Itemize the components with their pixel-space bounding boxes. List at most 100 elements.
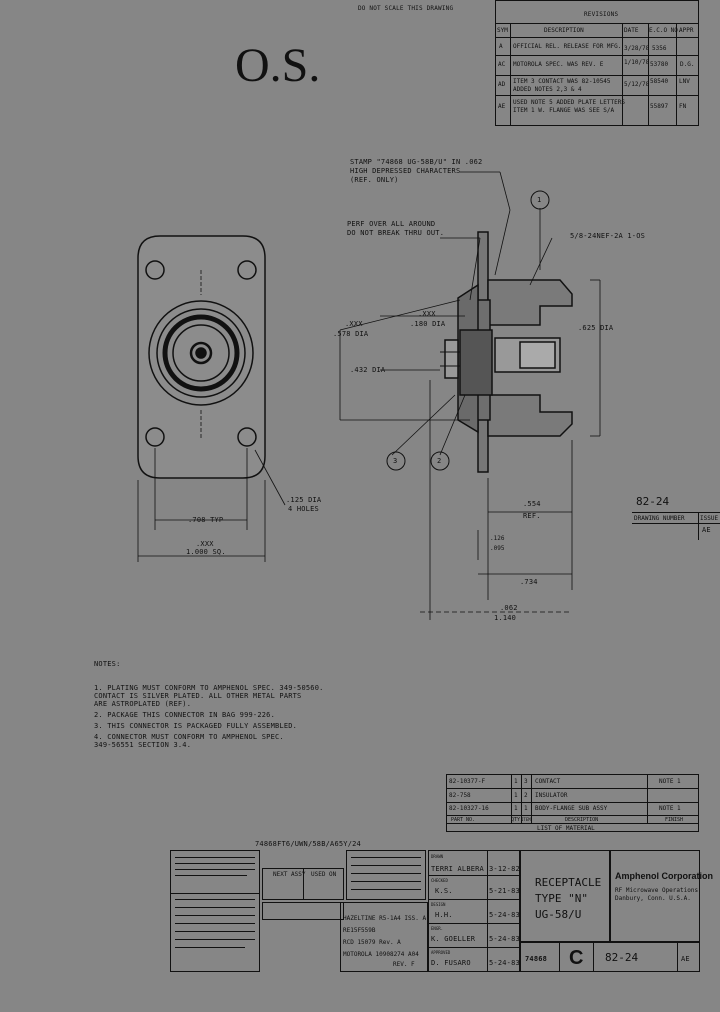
dim-734: .734 — [520, 578, 538, 586]
person-name: H.H. — [435, 911, 453, 919]
rev-row-desc: ITEM 1 W. FLANGE WAS SEE S/A — [513, 107, 615, 114]
bom-desc: INSULATOR — [535, 792, 568, 799]
bom-part: 82-10327-16 — [449, 805, 489, 812]
used-on-label: USED ON — [311, 871, 337, 878]
code-ident: 74868 — [525, 955, 548, 963]
person-name: D. FUSARO — [431, 959, 471, 967]
bom-qty: 1 — [514, 805, 518, 812]
role: DESIGN — [431, 902, 446, 907]
dim-625: .625 DIA — [578, 324, 614, 332]
bom-part: 82-10377-F — [449, 778, 486, 785]
os-mark: O.S. — [235, 39, 321, 92]
rev-row-date: 1/10/78 — [624, 59, 650, 66]
dim-578-pre: .XXX — [345, 320, 363, 328]
dim-1000-sq: 1.000 SQ. — [186, 548, 226, 556]
rev-row-appr: D.G. — [680, 61, 695, 68]
role: APPROVED — [431, 950, 451, 955]
title-line: TYPE "N" — [535, 892, 588, 905]
note-line: 1. PLATING MUST CONFORM TO AMPHENOL SPEC… — [94, 684, 324, 692]
rev-col-eco: E.C.O NO. — [649, 27, 682, 34]
rev-row-eco: 53780 — [650, 61, 669, 68]
dim-095: .095 — [490, 545, 505, 552]
size-code: C — [569, 947, 584, 969]
rev-col-appr: APPR — [679, 27, 694, 34]
rev-col-date: DATE — [624, 27, 639, 34]
dim-554: .554 — [523, 500, 541, 508]
dim-432: .432 DIA — [350, 366, 386, 374]
bom-qty: 1 — [514, 778, 518, 785]
dim-126: .126 — [490, 535, 505, 542]
stamp-note: STAMP "74868 UG-58B/U" IN .062 — [350, 158, 483, 166]
revisions-title: REVISIONS — [584, 11, 619, 18]
rev-row-desc: ITEM 3 CONTACT WAS 82-10545 — [513, 78, 611, 85]
revisions-table: REVISIONS SYM DESCRIPTION DATE E.C.O NO.… — [495, 0, 699, 126]
balloon-1-label: 1 — [537, 196, 542, 204]
rev-row-desc: MOTOROLA SPEC. WAS REV. E — [513, 61, 604, 68]
side-view-leaders — [339, 171, 601, 620]
dim-708-typ: .708 TYP — [188, 516, 224, 524]
rev-row-desc: ADDED NOTES 2,3 & 4 — [513, 86, 582, 93]
person-name: K.S. — [435, 887, 453, 895]
company-name: Amphenol Corporation — [615, 871, 713, 881]
balloon-3 — [386, 451, 406, 471]
spec-line: REV. F — [393, 961, 415, 968]
bom-note: NOTE 1 — [659, 805, 681, 812]
ident-row: 74868 C 82-24 AE — [520, 942, 700, 972]
rev-row-appr: LNV — [679, 78, 690, 85]
title-box: RECEPTACLE TYPE "N" UG-58/U — [520, 850, 610, 942]
notes-section: NOTES: 1. PLATING MUST CONFORM TO AMPHEN… — [94, 660, 434, 749]
rev-row-desc: USED NOTE 5 ADDED PLATE LETTERS — [513, 99, 625, 106]
title-block: NEXT ASSY USED ON HAZELTINE R5-1A4 ISS. … — [170, 850, 713, 972]
bom-list-title: LIST OF MATERIAL — [537, 825, 595, 832]
person-name: K. GOELLER — [431, 935, 476, 943]
dim-xxx: .XXX — [196, 540, 214, 548]
spec-line: HAZELTINE R5-1A4 ISS. A — [343, 915, 427, 922]
person-date: 5-24-83 — [489, 959, 520, 967]
stamp-note: HIGH DEPRESSED CHARACTERS — [350, 167, 461, 175]
spec-line: RCD 15079 Rev. A — [343, 939, 401, 946]
company-box: Amphenol Corporation RF Microwave Operat… — [610, 850, 713, 942]
note-line: 2. PACKAGE THIS CONNECTOR IN BAG 999-226… — [94, 711, 275, 719]
perf-note: PERF OVER ALL AROUND — [347, 220, 436, 228]
rev-row-sym: AD — [498, 81, 506, 88]
front-view — [137, 235, 266, 479]
bom-item: 2 — [524, 792, 528, 799]
role: CHECKED — [431, 878, 448, 883]
bom-qty: 1 — [514, 792, 518, 799]
rev-col-description: DESCRIPTION — [544, 27, 584, 34]
legal-block — [170, 850, 260, 972]
issue-label: ISSUE — [700, 515, 719, 522]
person-date: 5-24-83 — [489, 911, 520, 919]
file-code: 74868FT6/UWN/58B/A65Y/24 — [255, 840, 361, 848]
rev-row-eco: 5356 — [652, 45, 667, 52]
applied-block — [262, 902, 344, 920]
dim-1140: 1.140 — [494, 614, 517, 622]
role: ENGR. — [431, 926, 444, 931]
notes-title: NOTES: — [94, 660, 121, 668]
rev-row-appr: FN — [679, 103, 687, 110]
bom-item: 3 — [524, 778, 528, 785]
stamp-note: (REF. ONLY) — [350, 176, 399, 184]
issue-value: AE — [702, 526, 711, 534]
bom-head-desc: DESCRIPTION — [565, 817, 599, 823]
tolerance-block — [346, 850, 426, 900]
side-view — [440, 231, 573, 473]
company-sub: RF Microwave Operations — [615, 887, 699, 894]
note-line: 349-56551 SECTION 3.4. — [94, 741, 192, 749]
dim-062: .062 — [500, 604, 518, 612]
dwg-number: 82-24 — [636, 495, 670, 508]
rev-row-eco: 55897 — [650, 103, 669, 110]
do-not-scale-label: DO NOT SCALE THIS DRAWING — [358, 5, 454, 12]
rev-row-eco: 58540 — [650, 78, 669, 85]
bom-head-finish: FINISH — [665, 817, 684, 823]
rev-col-sym: SYM — [497, 27, 508, 34]
person-date: 5-21-83 — [489, 887, 520, 895]
bom-item: 1 — [524, 805, 528, 812]
bom-desc: BODY-FLANGE SUB ASSY — [535, 805, 608, 812]
bom-head-part: PART NO. — [451, 817, 476, 823]
thread-spec: 5/8-24NEF-2A 1-OS — [570, 232, 646, 240]
bom-head-qty: QTY — [511, 817, 521, 823]
note-line: CONTACT IS SILVER PLATED. ALL OTHER META… — [94, 692, 302, 700]
connector-drawing — [137, 171, 601, 620]
title-line: UG-58/U — [535, 908, 582, 921]
